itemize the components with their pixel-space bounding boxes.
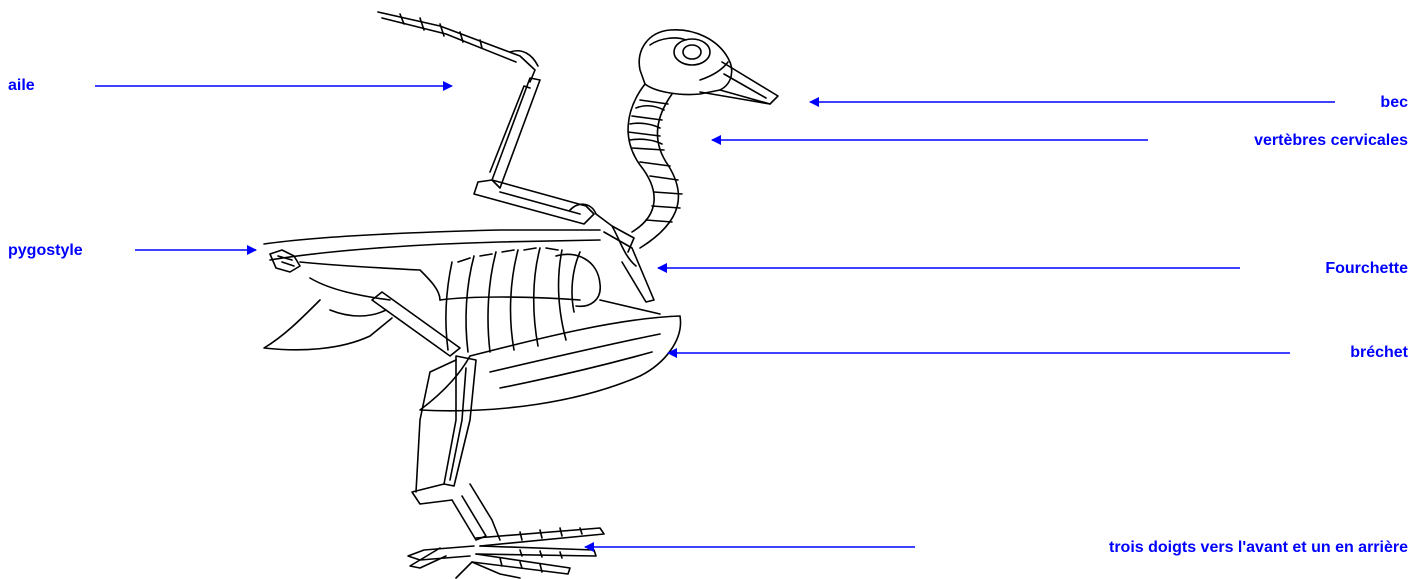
cervical-vertebrae [628,84,682,248]
shoulder-girdle [264,214,654,302]
feet [408,528,604,578]
label-fourchette: Fourchette [1325,261,1408,277]
label-bec: bec [1380,95,1408,111]
label-arrows [95,86,1335,547]
label-aile: aile [8,78,35,94]
skull [639,30,731,95]
label-vertebres: vertèbres cervicales [1254,133,1408,149]
label-pygostyle: pygostyle [8,243,83,259]
beak [700,62,778,104]
wing [378,12,596,224]
skeleton-illustration [264,12,778,578]
legs [412,356,500,540]
keel [420,300,681,411]
rib-cage [440,248,600,352]
label-doigts: trois doigts vers l'avant et un en arriè… [1109,540,1408,556]
pelvis-and-tail [264,250,460,356]
label-brechet: bréchet [1350,345,1408,361]
